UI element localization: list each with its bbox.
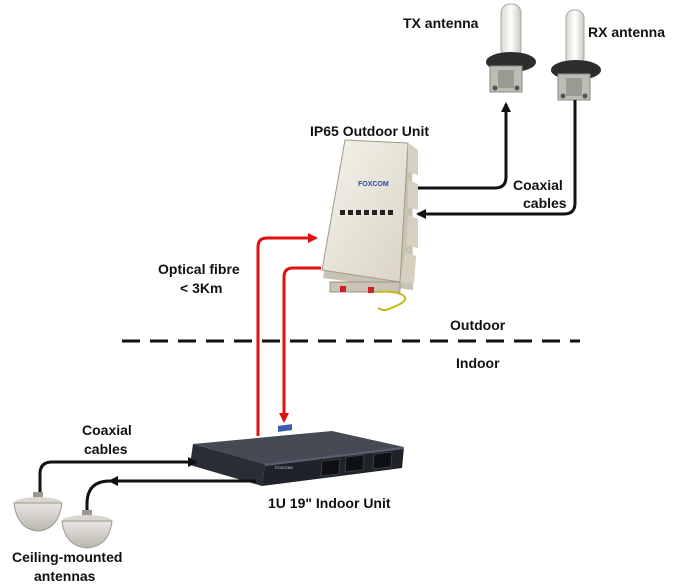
indoor-unit-label: 1U 19" Indoor Unit xyxy=(268,495,391,511)
coaxial-bottom-label-1: Coaxial xyxy=(82,422,132,438)
ceiling-antenna-icon xyxy=(13,492,63,532)
rack-unit-icon: FOXCOM xyxy=(190,424,404,486)
indoor-label: Indoor xyxy=(456,355,500,371)
rx-antenna-label: RX antenna xyxy=(588,24,665,40)
tx-antenna-label: TX antenna xyxy=(403,15,479,31)
ceiling-antennas-label-1: Ceiling-mounted xyxy=(12,549,122,565)
outdoor-unit-label: IP65 Outdoor Unit xyxy=(310,123,429,139)
rx-antenna-icon xyxy=(551,9,601,101)
outdoor-label: Outdoor xyxy=(450,317,506,333)
optical-fibre-label-1: Optical fibre xyxy=(158,261,240,277)
ceiling-antennas-label-2: antennas xyxy=(34,568,96,584)
rack-unit-logo: FOXCOM xyxy=(275,465,293,470)
coaxial-cables-top xyxy=(416,100,577,219)
outdoor-unit-logo: FOXCOM xyxy=(358,181,389,188)
coaxial-top-label-1: Coaxial xyxy=(513,177,563,193)
optical-fibre-link xyxy=(256,233,321,436)
outdoor-unit-icon: FOXCOM xyxy=(321,139,418,312)
ceiling-antenna-icon xyxy=(61,510,113,549)
coaxial-cables-bottom xyxy=(38,457,256,512)
led-row xyxy=(340,210,393,215)
rack-unit-badge xyxy=(278,424,292,432)
coaxial-top-label-2: cables xyxy=(523,195,567,211)
optical-fibre-label-2: < 3Km xyxy=(180,280,222,296)
tx-antenna-icon xyxy=(486,3,536,93)
coaxial-bottom-label-2: cables xyxy=(84,441,128,457)
